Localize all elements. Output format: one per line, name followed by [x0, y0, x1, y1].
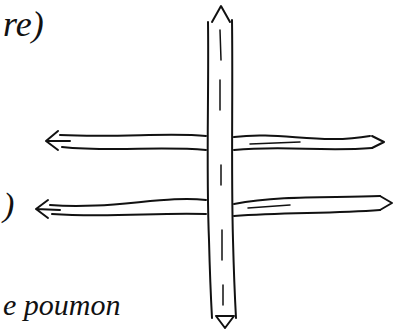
branch-center — [250, 142, 300, 144]
branch-wall — [234, 148, 372, 150]
arrow-head — [212, 6, 230, 22]
handwritten-label: e poumon — [3, 290, 120, 320]
arrow-head — [36, 200, 60, 218]
arrow-head — [216, 316, 234, 328]
arrow-head — [380, 196, 392, 210]
branch-wall — [234, 196, 380, 204]
branch-wall — [52, 214, 206, 216]
branch-center — [248, 205, 290, 208]
tube-center — [220, 30, 223, 305]
arrow-head — [372, 136, 384, 148]
branch-wall — [60, 135, 206, 136]
branch-wall — [234, 210, 380, 216]
branch-wall — [62, 147, 206, 150]
tube-wall — [232, 20, 236, 318]
handwritten-label: ) — [3, 188, 14, 222]
tube-wall — [208, 22, 212, 318]
handwritten-label: re) — [3, 6, 44, 42]
branch-wall — [50, 199, 206, 206]
arrow-head — [46, 131, 70, 150]
branch-wall — [234, 135, 370, 139]
